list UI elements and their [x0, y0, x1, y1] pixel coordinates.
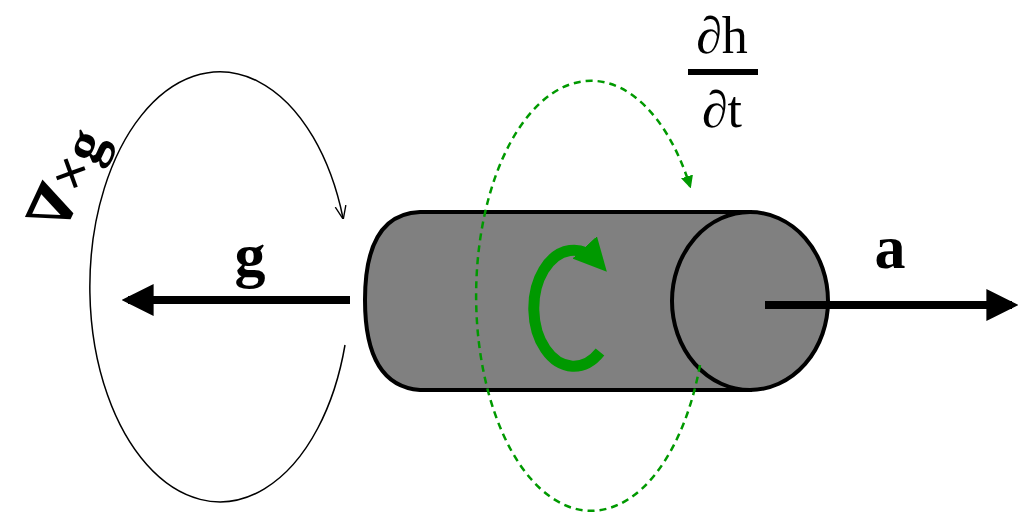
fraction-numerator: ∂h	[696, 10, 748, 62]
fraction-bar	[688, 69, 758, 75]
g-arrow	[128, 296, 350, 304]
dh-dt-loop	[476, 81, 700, 511]
vector-label: g	[235, 224, 266, 286]
a-arrow	[765, 301, 1012, 309]
rotation-arrow	[534, 250, 600, 366]
fraction-denominator: ∂t	[702, 84, 742, 136]
curl-loop	[90, 72, 345, 502]
curl-label: ∇×g	[19, 120, 116, 240]
vector-label: a	[875, 216, 906, 278]
